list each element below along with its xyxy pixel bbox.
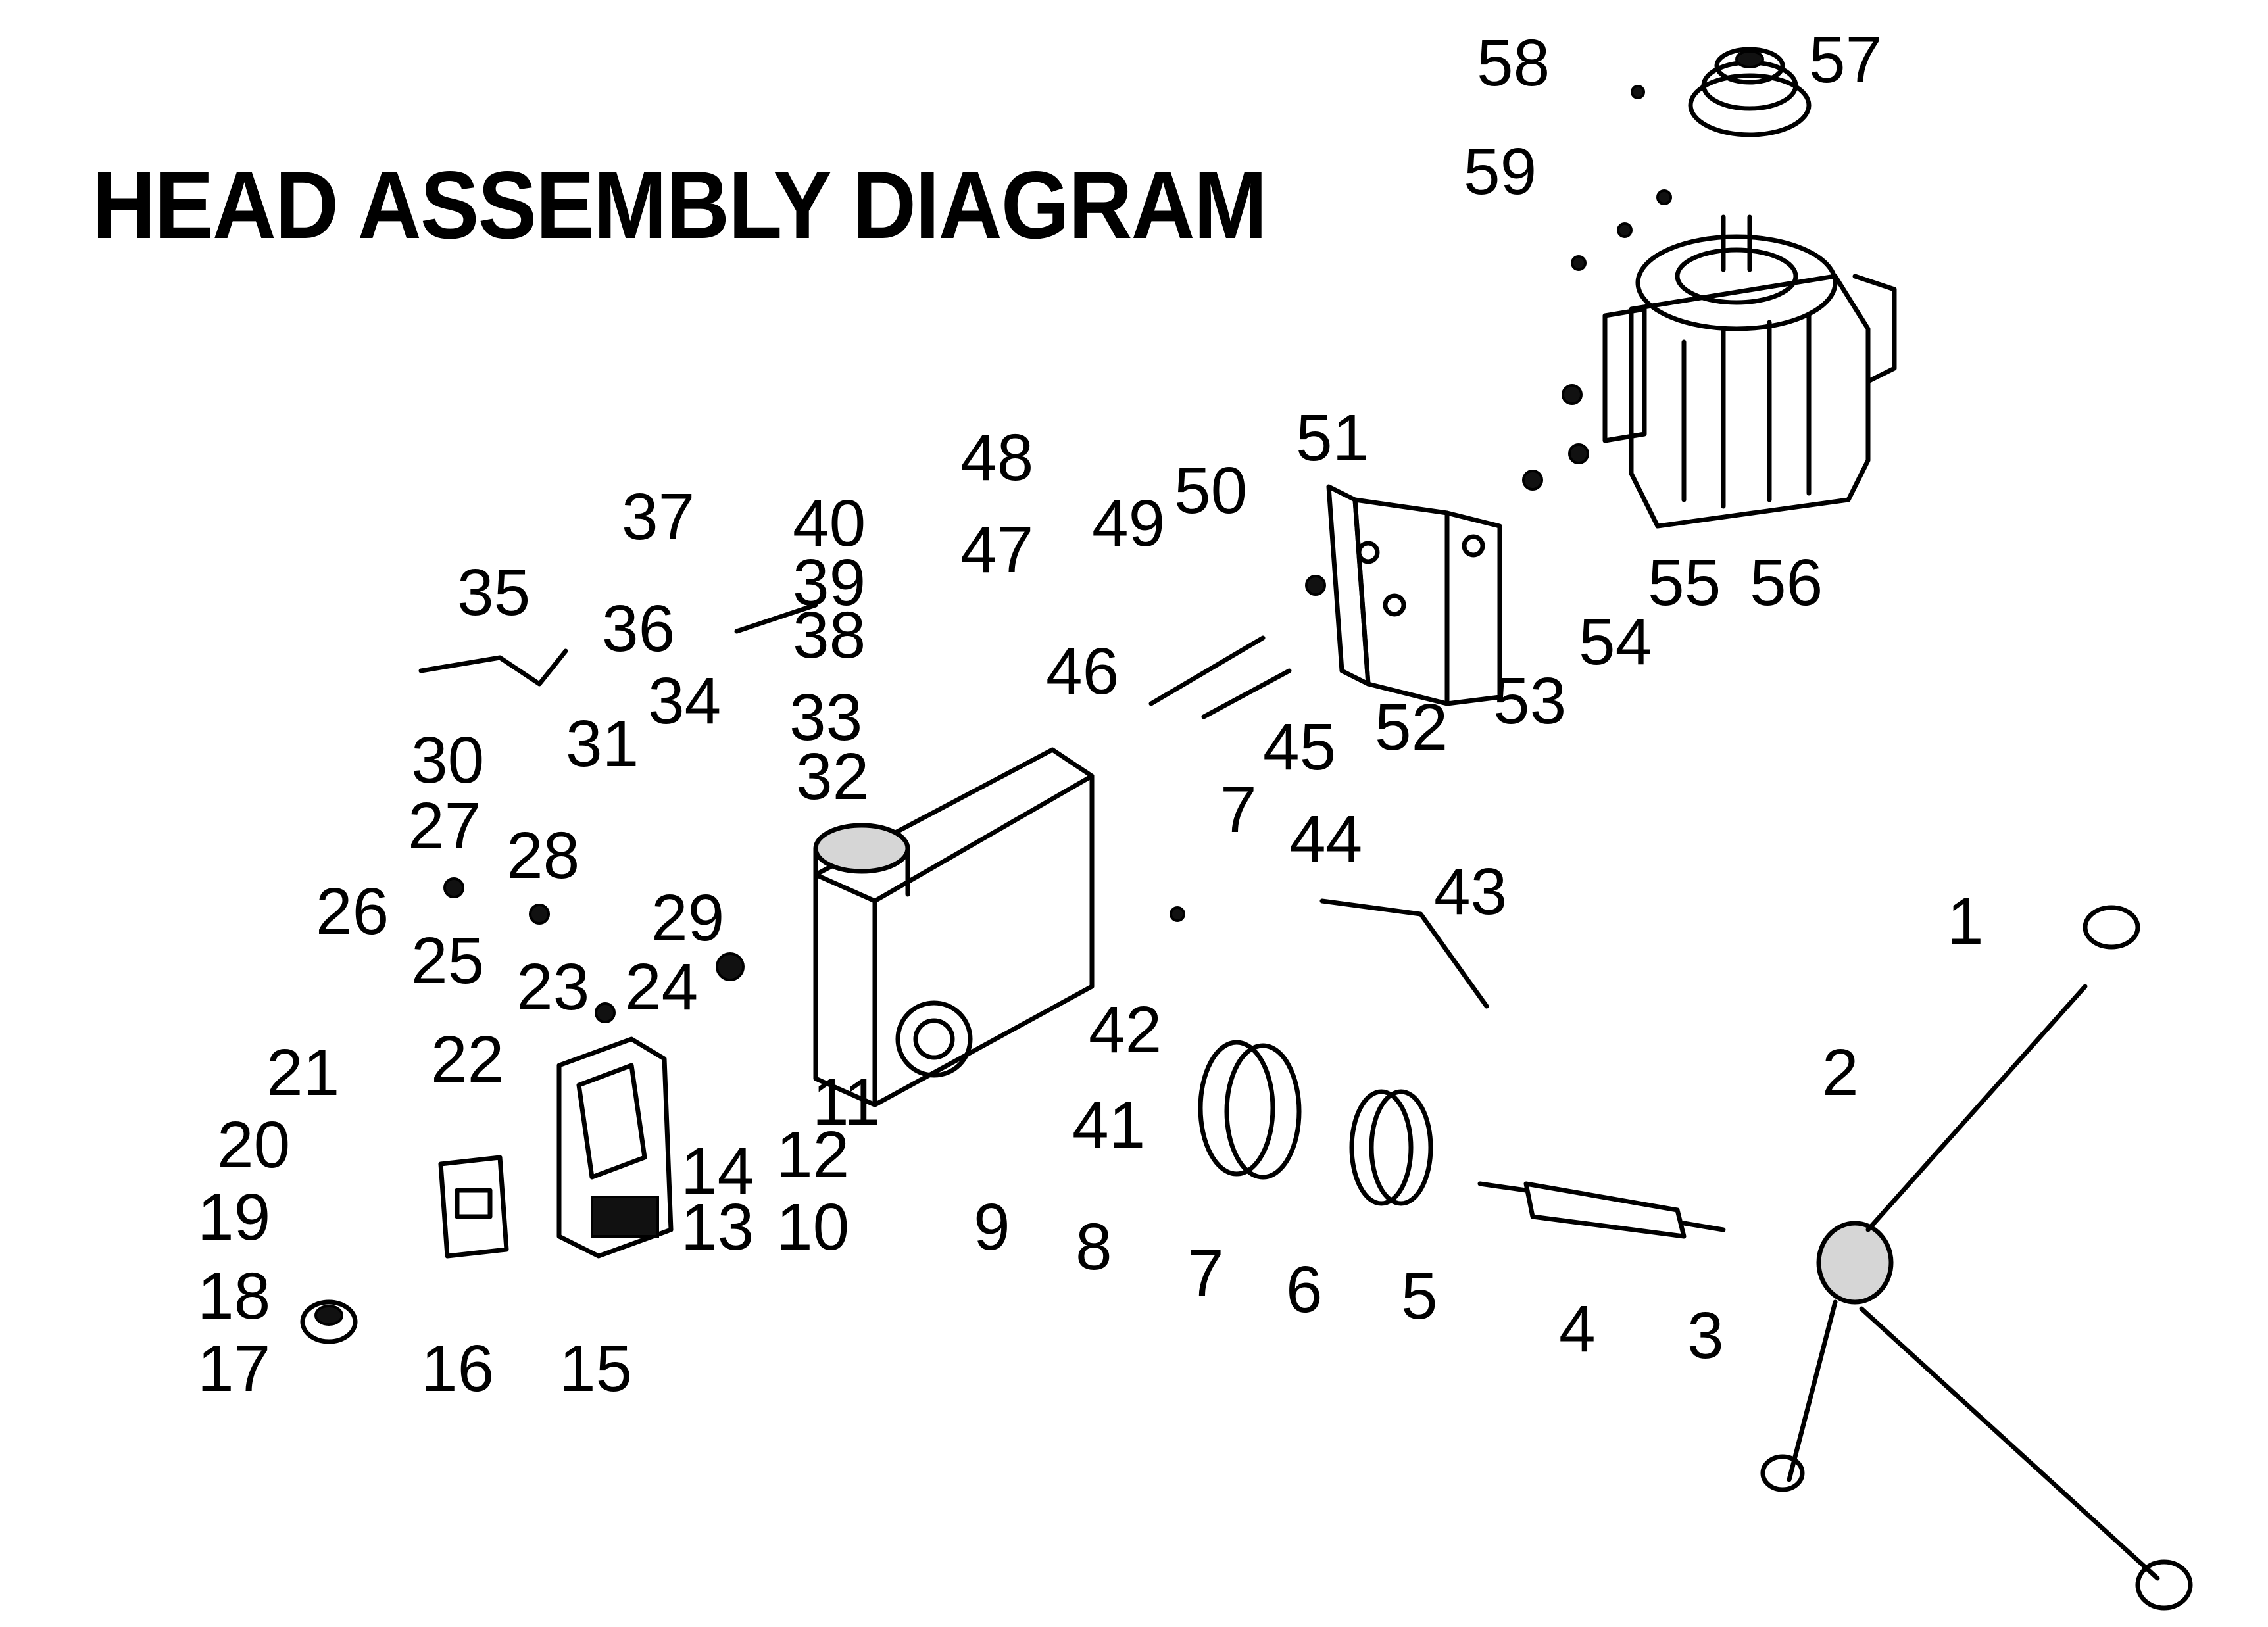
callout-22: 22: [431, 1023, 504, 1096]
callout-3: 3: [1687, 1299, 1724, 1372]
callout-44: 44: [1289, 802, 1362, 876]
motor-part: [1602, 214, 1897, 529]
callout-7: 7: [1187, 1236, 1224, 1310]
knob-part: [300, 1299, 358, 1344]
callout-59: 59: [1464, 135, 1537, 208]
callout-34: 34: [648, 664, 721, 738]
callout-57: 57: [1809, 23, 1882, 97]
callout-10: 10: [776, 1190, 849, 1264]
callout-54: 54: [1579, 605, 1652, 679]
callout-43: 43: [1434, 855, 1507, 929]
shaft-parts: [418, 602, 1292, 719]
switch-box-part: [556, 1036, 674, 1259]
callout-48: 48: [960, 421, 1033, 495]
callout-42: 42: [1089, 993, 1162, 1067]
pulley-part: [1688, 47, 1812, 137]
callout-1: 1: [1947, 885, 1984, 958]
callout-20: 20: [217, 1108, 290, 1182]
callout-50: 50: [1174, 454, 1247, 527]
quill-ring-part: [1198, 1040, 1433, 1206]
callout-18: 18: [197, 1259, 270, 1333]
callout-47: 47: [960, 513, 1033, 587]
callout-51: 51: [1296, 401, 1369, 475]
head-casting-part: [813, 747, 1095, 1107]
callout-35: 35: [457, 556, 530, 629]
spindle-part: [1477, 1181, 1726, 1239]
callout-17: 17: [197, 1332, 270, 1405]
callout-8: 8: [1075, 1210, 1112, 1284]
callout-14: 14: [681, 1134, 754, 1208]
callout-19: 19: [197, 1180, 270, 1254]
callout-4: 4: [1559, 1292, 1596, 1366]
callout-41: 41: [1072, 1088, 1145, 1162]
callout-25: 25: [411, 924, 484, 998]
callout-29: 29: [651, 881, 724, 955]
callout-52: 52: [1375, 691, 1448, 764]
callout-30: 30: [411, 723, 484, 797]
callout-27: 27: [408, 789, 481, 863]
callout-2: 2: [1822, 1036, 1859, 1109]
diagram-title: HEAD ASSEMBLY DIAGRAM: [92, 151, 1268, 258]
callout-7-upper: 7: [1220, 773, 1257, 846]
callout-5: 5: [1401, 1259, 1438, 1333]
callout-36: 36: [602, 592, 675, 666]
depth-rod-part: [1319, 898, 1489, 1009]
callout-11: 11: [812, 1065, 881, 1139]
callout-24: 24: [625, 950, 698, 1024]
callout-28: 28: [506, 819, 579, 892]
callout-53: 53: [1493, 664, 1566, 738]
callout-40: 40: [793, 487, 866, 560]
callout-31: 31: [566, 707, 639, 781]
callout-56: 56: [1750, 546, 1823, 619]
callout-49: 49: [1092, 487, 1165, 560]
callout-39: 39: [793, 546, 866, 619]
callout-12: 12: [776, 1118, 849, 1192]
callout-32: 32: [796, 740, 869, 814]
callout-16: 16: [421, 1332, 494, 1405]
callout-46: 46: [1046, 635, 1119, 708]
callout-23: 23: [516, 950, 589, 1024]
plate-part: [438, 1155, 509, 1259]
fastener-dots: [443, 85, 1672, 1023]
callout-9: 9: [974, 1190, 1010, 1264]
callout-38: 38: [793, 598, 866, 672]
callout-13: 13: [681, 1190, 754, 1264]
motor-bracket-part: [1326, 484, 1502, 706]
callout-58: 58: [1477, 26, 1550, 100]
callout-6: 6: [1286, 1253, 1323, 1326]
callout-21: 21: [266, 1036, 339, 1109]
callout-26: 26: [316, 875, 389, 948]
callout-37: 37: [622, 480, 695, 554]
callout-45: 45: [1263, 710, 1336, 784]
feed-handle-part: [1760, 905, 2193, 1611]
callout-55: 55: [1648, 546, 1721, 619]
callout-33: 33: [789, 681, 862, 754]
callout-15: 15: [559, 1332, 632, 1405]
